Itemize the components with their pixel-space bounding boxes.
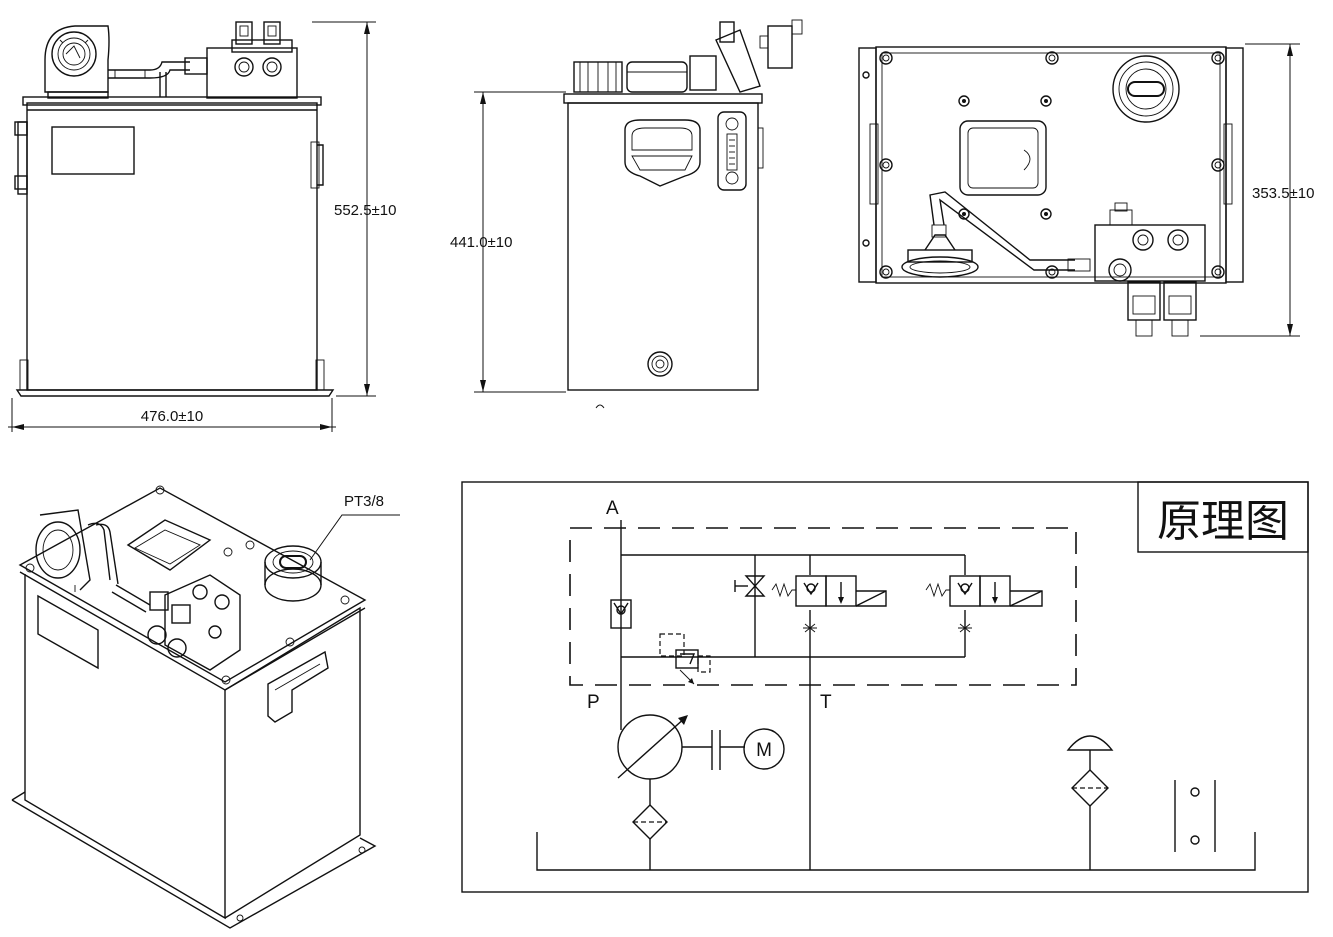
reservoir: [536, 832, 1256, 871]
valve-block: [206, 21, 298, 99]
port-a-label: A: [606, 498, 619, 519]
schematic-frame: [461, 481, 1309, 893]
hydraulic-schematic: 原理图 A P T: [461, 481, 1309, 893]
pressure-gauge: [44, 25, 110, 99]
level-gauge: [717, 111, 747, 191]
front-view: 476.0±10 552.5±10: [8, 21, 396, 432]
variable-pump: [617, 714, 745, 780]
breather-filter: [1066, 735, 1114, 870]
iso-filler-cap: [264, 545, 322, 602]
side-handle: [624, 119, 701, 187]
title-box: [1137, 481, 1309, 553]
port-t-label: T: [820, 692, 832, 713]
level-indicator: [1174, 780, 1216, 852]
iso-name-plate: [37, 594, 99, 670]
isometric-view: PT3/8: [11, 485, 400, 929]
top-plate: [875, 46, 1227, 284]
depth-dimension: 353.5±10: [1252, 185, 1314, 202]
solenoid-valve-1: [771, 575, 887, 633]
port-p-label: P: [587, 692, 600, 713]
port-callout: PT3/8: [344, 493, 384, 510]
base-plate: [15, 389, 335, 397]
top-view: 353.5±10: [858, 43, 1314, 337]
electric-motor: M: [743, 728, 785, 770]
relief-valve: [659, 633, 711, 685]
manifold-boundary: [569, 527, 1077, 686]
iso-gauge: [35, 509, 91, 592]
tank-body: [26, 102, 318, 391]
side-view: 441.0±10: [450, 19, 803, 409]
name-plate: [51, 126, 135, 175]
solenoid-valve-2: [925, 575, 1043, 633]
top-valve-manifold: [1094, 202, 1206, 337]
needle-valve: [734, 575, 766, 597]
check-valve: [610, 599, 632, 629]
height-dimension: 552.5±10: [334, 202, 396, 219]
width-dimension: 476.0±10: [141, 408, 203, 425]
motor-label: M: [756, 740, 772, 761]
side-height-dimension: 441.0±10: [450, 234, 512, 251]
schematic-title: 原理图: [1157, 496, 1289, 547]
